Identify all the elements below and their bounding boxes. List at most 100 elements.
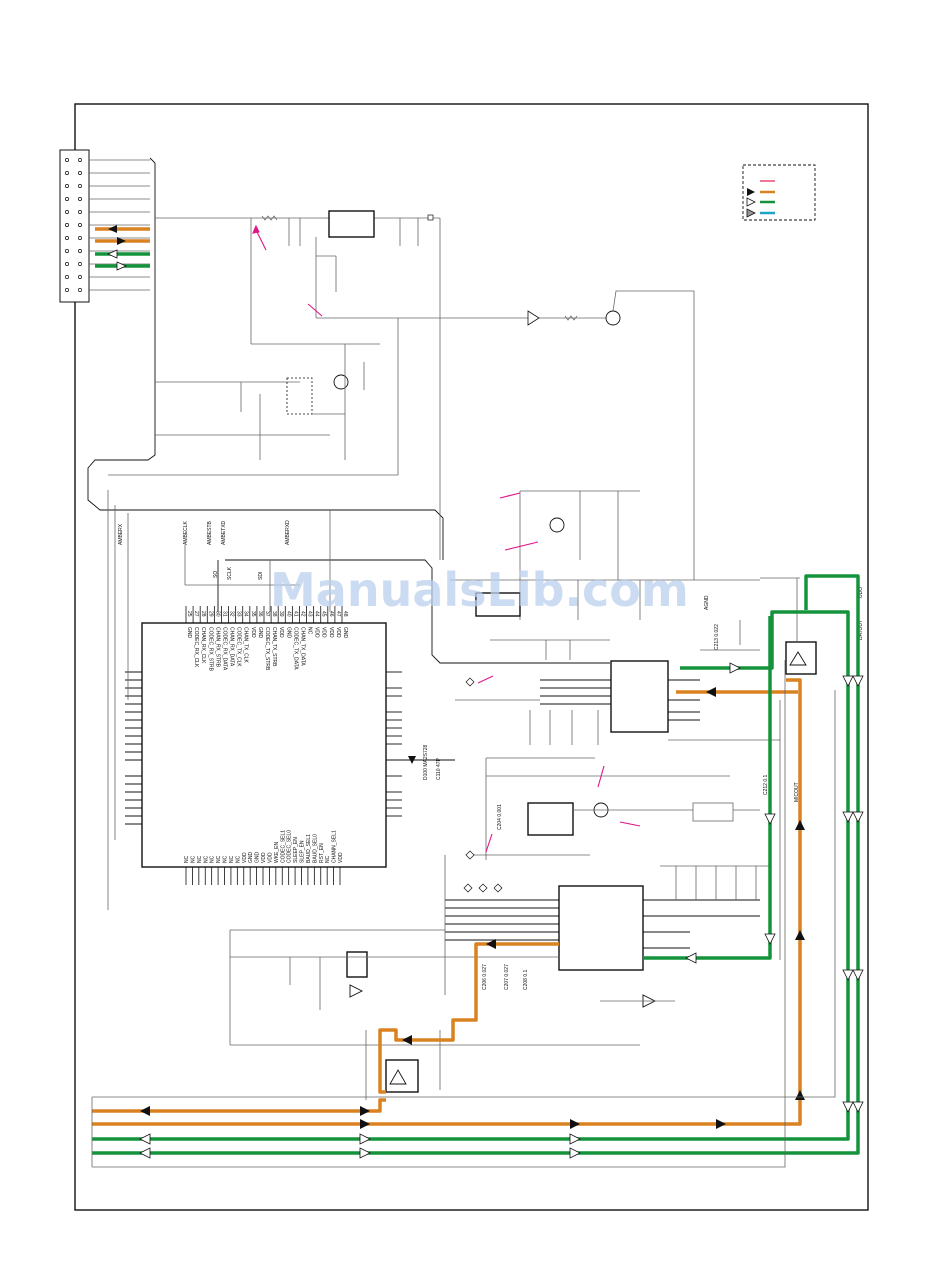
label-sclk: SCLK xyxy=(227,566,233,580)
label-c204: C204 0.001 xyxy=(497,804,503,830)
top-pin-number: 40 xyxy=(285,611,291,617)
label-so: SO xyxy=(213,571,219,578)
label-c208: C208 0.1 xyxy=(523,969,529,990)
bottom-pin-label: NC xyxy=(235,855,241,863)
test-points xyxy=(463,677,503,893)
label-d100: D100 MA2S728 xyxy=(423,744,429,780)
top-pin-label: NC xyxy=(307,627,313,635)
thin-rails xyxy=(91,660,836,1168)
bottom-pin-label: NC xyxy=(223,855,229,863)
legend-white-arrow-icon xyxy=(746,197,756,207)
bottom-pin-label: BAUD_SEL0 xyxy=(312,834,318,863)
top-pin-number: 33 xyxy=(236,611,242,617)
top-pin-number: 46 xyxy=(328,611,334,617)
label-ambestb: AMBESTB xyxy=(207,520,213,545)
top-pin-label: CHAN_RX_STRB xyxy=(214,627,220,668)
top-pin-label: CHAN_TX_STRB xyxy=(271,627,277,667)
top-pin-label: VDD xyxy=(321,627,327,638)
annotation-arrows xyxy=(252,224,641,853)
top-pin-label: VDD xyxy=(335,627,341,638)
top-pin-number: 37 xyxy=(264,611,270,617)
bottom-pin-label: NC xyxy=(210,855,216,863)
regulator-section xyxy=(155,210,695,580)
bottom-pin-label: VDD xyxy=(261,852,267,863)
top-pin-number: 39 xyxy=(278,611,284,617)
label-c207: C207 0.027 xyxy=(504,964,510,990)
label-c206: C206 0.027 xyxy=(482,964,488,990)
top-pin-number: 45 xyxy=(321,611,327,617)
ambe-labels: AMBERX AMBECLK AMBESTB AMBETXD AMBERXD S… xyxy=(118,520,864,990)
ic4 xyxy=(485,757,760,860)
bottom-pin-label: NC xyxy=(190,855,196,863)
top-pin-label: GND xyxy=(257,627,263,639)
label-ambeclk: AMBECLK xyxy=(183,520,189,545)
label-datout: DATOUT xyxy=(858,620,864,640)
top-pin-number: 29 xyxy=(207,611,213,617)
top-pin-number: 28 xyxy=(200,611,206,617)
top-pin-label: GND xyxy=(186,627,192,639)
diode-d100 xyxy=(408,756,416,764)
lower-left-section xyxy=(229,929,675,1046)
top-pin-label: CHAN_RX_CLK xyxy=(200,627,206,664)
top-pin-label: CHAN_TX_CLK xyxy=(243,627,249,664)
top-pin-number: 27 xyxy=(193,611,199,617)
top-pin-number: 35 xyxy=(250,611,256,617)
outer-frame xyxy=(74,103,869,1211)
top-pin-label: CODEC_TX_STRB xyxy=(264,627,270,671)
main-ic: GND25CODEC_RX_CLK27CHAN_RX_CLK28CODEC_RX… xyxy=(107,490,455,910)
top-pin-label: VDD xyxy=(328,627,334,638)
bottom-pin-label: GND xyxy=(255,852,261,864)
label-ambetxd: AMBETXD xyxy=(221,520,227,545)
top-pin-label: VDD xyxy=(278,627,284,638)
top-pin-label: VDD xyxy=(250,627,256,638)
bottom-pin-label: BAUD_SEL1 xyxy=(306,834,312,863)
top-pin-label: CODEC_RX_STRB xyxy=(207,627,213,672)
top-pin-number: 43 xyxy=(307,611,313,617)
top-pin-label: CODEC_TX_CLK xyxy=(236,627,242,667)
top-pin-number: 30 xyxy=(214,611,220,617)
label-agnd: AGND xyxy=(704,595,710,610)
legend-box xyxy=(742,164,816,221)
label-c212: C212 0.1 xyxy=(763,774,769,795)
connector-signal-paths xyxy=(95,225,150,271)
switch-section xyxy=(108,318,399,476)
top-pin-number: 48 xyxy=(342,611,348,617)
label-micout: MICOUT xyxy=(794,782,800,802)
filter-section xyxy=(450,490,760,620)
bottom-pin-label: NC xyxy=(197,855,203,863)
top-pin-number: 31 xyxy=(221,611,227,617)
bottom-pin-label: VDD xyxy=(338,852,344,863)
opamp-2 xyxy=(365,1030,441,1100)
top-pin-label: GND xyxy=(342,627,348,639)
bottom-pin-label: NC xyxy=(325,855,331,863)
bottom-pin-label: CHANN_SEL1 xyxy=(332,830,338,863)
top-bus xyxy=(184,510,610,664)
orange-arrows xyxy=(140,687,805,1129)
top-pin-number: 34 xyxy=(243,611,249,617)
bottom-pin-label: GND xyxy=(248,852,254,864)
top-pin-label: GND xyxy=(285,627,291,639)
top-pin-number: 36 xyxy=(257,611,263,617)
orange-signal-path xyxy=(92,678,802,1126)
ic2 xyxy=(455,639,700,745)
label-sdi: SDI xyxy=(258,572,264,580)
top-pin-number: 44 xyxy=(314,611,320,617)
top-pin-number: 42 xyxy=(299,611,305,617)
label-c110: C110 47P xyxy=(436,757,442,780)
main-ic-top-pins: GND25CODEC_RX_CLK27CHAN_RX_CLK28CODEC_RX… xyxy=(185,606,348,672)
bottom-pin-label: NC xyxy=(216,855,222,863)
top-pin-number: 41 xyxy=(292,611,298,617)
bottom-pin-label: NC xyxy=(203,855,209,863)
top-pin-number: 38 xyxy=(271,611,277,617)
bottom-pin-label: CODEC_SEL0 xyxy=(287,830,293,863)
label-amberx: AMBERX xyxy=(118,523,124,545)
bottom-pin-label: VDD xyxy=(267,852,273,863)
connector-block xyxy=(59,149,444,560)
top-pin-label: CHAN_RX_DATA xyxy=(229,627,235,667)
bottom-pin-label: NC xyxy=(184,855,190,863)
bottom-pin-label: RST_EN xyxy=(319,843,325,863)
top-pin-label: CODEC_RX_DATA xyxy=(221,627,227,671)
